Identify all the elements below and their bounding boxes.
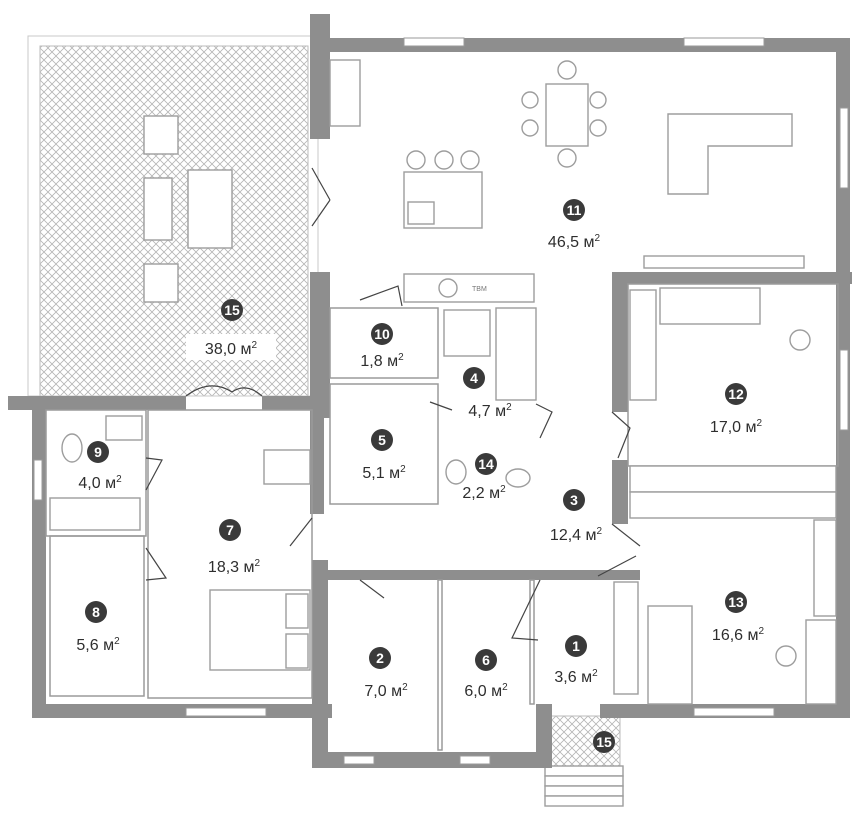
room-5-label: 5 5,1 м2 (362, 429, 406, 482)
room-8-badge (85, 601, 107, 623)
room-12-number: 12 (728, 386, 744, 402)
dining-table (521, 60, 607, 168)
room-11-label: 11 46,5 м2 (548, 199, 601, 251)
room-7-label: 7 18,3 м2 (208, 519, 261, 576)
room-13-number: 13 (728, 594, 744, 610)
office-12-furniture (629, 287, 811, 401)
room-4-label: 4 4,7 м2 (463, 367, 512, 420)
room-10-area: 1,8 м2 (360, 352, 404, 370)
room-1-number: 1 (572, 638, 580, 654)
windows (33, 37, 849, 765)
bathroom-4-fixtures (443, 307, 537, 401)
room-14-label: 14 2,2 м2 (462, 453, 506, 502)
kitchen-furniture (329, 59, 483, 229)
laundry-shelf: ТВМ (403, 273, 535, 303)
room-7-badge (219, 519, 241, 541)
room-5-number: 5 (378, 432, 386, 448)
room-12-area: 17,0 м2 (710, 418, 763, 436)
room-15-terrace-number: 15 (224, 302, 240, 318)
bedroom-furniture (209, 449, 311, 671)
room-12-badge (725, 383, 747, 405)
room-10-label: 10 1,8 м2 (360, 323, 404, 370)
room-labels: 11 46,5 м2 15 38,0 м2 10 1,8 м2 4 4,7 м2… (76, 199, 765, 753)
room-4-area: 4,7 м2 (468, 402, 512, 420)
bathroom-14-fixtures (445, 459, 531, 488)
bathroom-9-fixtures (49, 415, 143, 531)
room-15-terrace-badge (221, 299, 243, 321)
room-5-area: 5,1 м2 (362, 464, 406, 482)
room-15-terrace-label: 15 38,0 м2 (186, 299, 276, 360)
doors (145, 167, 641, 641)
room-15-porch-label: 15 (593, 731, 615, 753)
office-13-furniture (647, 519, 837, 705)
room-2-badge (369, 647, 391, 669)
room-15-porch-number: 15 (596, 734, 612, 750)
room-9-badge (87, 441, 109, 463)
room-5-badge (371, 429, 393, 451)
hall-1-shelf (613, 581, 639, 695)
room-12-label: 12 17,0 м2 (710, 383, 763, 436)
room-6-badge (475, 649, 497, 671)
room-1-badge (565, 635, 587, 657)
room-6-number: 6 (482, 652, 490, 668)
room-14-area: 2,2 м2 (462, 484, 506, 502)
room-13-label: 13 16,6 м2 (712, 591, 765, 644)
room-7-number: 7 (226, 522, 234, 538)
porch (544, 715, 624, 807)
room-10-number: 10 (374, 326, 390, 342)
room-4-number: 4 (470, 370, 478, 386)
washer-label: ТВМ (472, 286, 487, 293)
tv-stand (643, 255, 805, 269)
room-8-number: 8 (92, 604, 100, 620)
room-2-area: 7,0 м2 (364, 682, 408, 700)
room-11-badge (563, 199, 585, 221)
room-8-area: 5,6 м2 (76, 636, 120, 654)
living-sofa (667, 113, 793, 195)
room-3-badge (563, 489, 585, 511)
room-3-number: 3 (570, 492, 578, 508)
room-8-label: 8 5,6 м2 (76, 601, 120, 654)
room-2-number: 2 (376, 650, 384, 666)
room-3-area: 12,4 м2 (550, 526, 603, 544)
room-7-area: 18,3 м2 (208, 558, 261, 576)
room-10-badge (371, 323, 393, 345)
room-11-number: 11 (567, 202, 582, 218)
terrace-furniture (143, 115, 233, 303)
room-6-area: 6,0 м2 (464, 682, 508, 700)
room-9-area: 4,0 м2 (78, 474, 122, 492)
room-13-badge (725, 591, 747, 613)
room-11-area: 46,5 м2 (548, 233, 601, 251)
room-15-porch-badge (593, 731, 615, 753)
porch-steps (544, 765, 624, 807)
room-3-label: 3 12,4 м2 (550, 489, 603, 544)
room-6-label: 6 6,0 м2 (464, 649, 508, 700)
room-9-label: 9 4,0 м2 (78, 441, 122, 492)
room-13-area: 16,6 м2 (712, 626, 765, 644)
terrace (27, 35, 319, 397)
room-1-label: 1 3,6 м2 (554, 635, 598, 686)
room-2-label: 2 7,0 м2 (364, 647, 408, 700)
room-1-area: 3,6 м2 (554, 668, 598, 686)
room-15-terrace-area: 38,0 м2 (205, 340, 258, 358)
room-14-number: 14 (478, 456, 494, 472)
room-14-badge (475, 453, 497, 475)
room-9-number: 9 (94, 444, 102, 460)
room-4-badge (463, 367, 485, 389)
